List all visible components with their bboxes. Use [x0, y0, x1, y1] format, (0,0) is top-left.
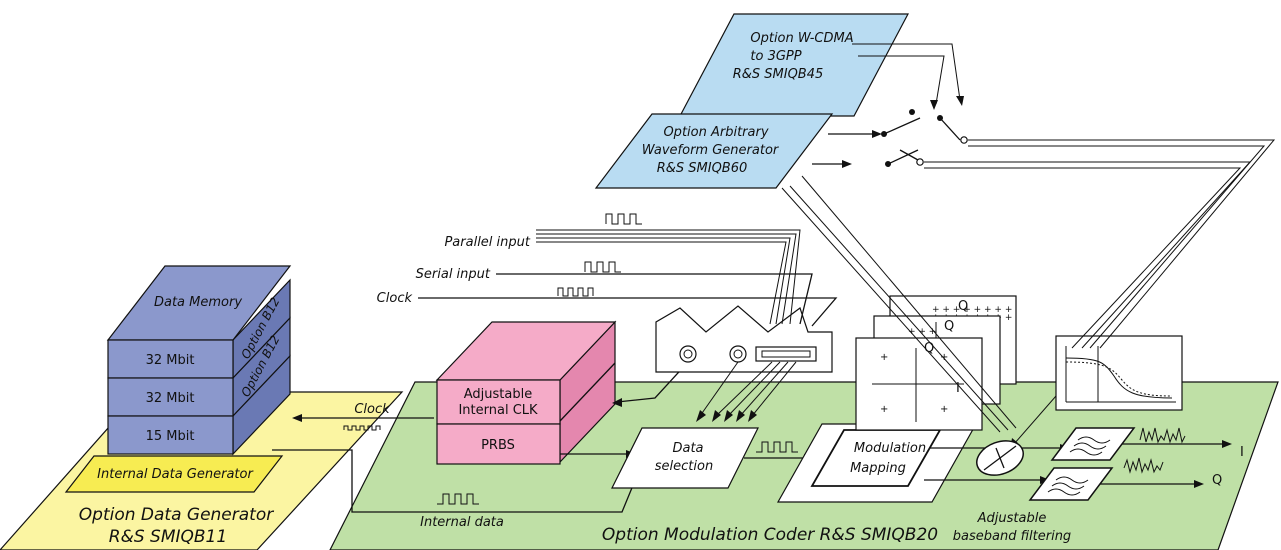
connector-to-selection-arrows — [696, 361, 797, 422]
output-i-label: I — [1240, 445, 1244, 460]
option-wcdma-label-2: to 3GPP — [750, 49, 801, 64]
svg-text:+: + — [880, 404, 888, 415]
constellation-cards: + + + + + + + + + + + + + + + + Q + + + … — [855, 295, 1017, 431]
data-selection-label-2: selection — [655, 459, 713, 474]
modulation-mapping-label-2: Mapping — [850, 461, 906, 476]
modulation-mapping-label-1: Modulation — [854, 441, 926, 456]
internal-data-generator-label: Internal Data Generator — [97, 467, 254, 482]
adjustable-clk-label-1: Adjustable — [464, 387, 532, 402]
constellation-q-label-mid: Q — [944, 319, 954, 334]
constellation-q-label-front: Q — [924, 341, 934, 356]
data-selection-label-1: Data — [672, 441, 703, 456]
svg-text:+: + — [940, 404, 948, 415]
data-generator-model: R&S SMIQB11 — [109, 527, 227, 547]
data-selection-box — [611, 427, 759, 489]
constellation-i-label: I — [956, 381, 960, 396]
constellation-q-label-back: Q — [958, 299, 968, 314]
output-q-label: Q — [1212, 473, 1222, 488]
baseband-filter-q — [1028, 467, 1114, 501]
baseband-filtering-label-1: Adjustable — [977, 511, 1047, 526]
modulation-coder-title: Option Modulation Coder R&S SMIQB20 — [602, 525, 938, 545]
option-wcdma-box — [679, 13, 909, 117]
data-generator-title: Option Data Generator — [79, 505, 274, 525]
data-memory-label: Data Memory — [154, 295, 242, 310]
signal-switches — [781, 43, 1276, 433]
clk-prbs-block — [435, 320, 617, 465]
serial-input-label: Serial input — [416, 267, 491, 282]
option-arb-label-2: Waveform Generator — [642, 143, 780, 158]
clock-input-label: Clock — [377, 291, 413, 306]
memory-15mbit: 15 Mbit — [146, 429, 195, 444]
baseband-filter-i — [1050, 427, 1136, 461]
svg-text:+ + + + + + + +: + + + + + + + + — [932, 305, 1012, 315]
option-wcdma-label-1: Option W-CDMA — [750, 31, 853, 46]
option-wcdma-label-3: R&S SMIQB45 — [733, 67, 824, 82]
svg-text:+ + +: + + + — [908, 327, 936, 337]
prbs-label: PRBS — [481, 438, 515, 453]
data-memory-stack — [106, 265, 292, 456]
connector-panel — [655, 305, 833, 373]
internal-data-label: Internal data — [420, 515, 504, 530]
svg-text:+: + — [880, 352, 888, 363]
memory-32mbit-a: 32 Mbit — [146, 353, 195, 368]
baseband-filtering-label-2: baseband filtering — [953, 529, 1071, 544]
option-arb-label-3: R&S SMIQB60 — [657, 161, 748, 176]
option-arb-label-1: Option Arbitrary — [663, 125, 768, 140]
parallel-input-label: Parallel input — [444, 235, 530, 250]
input-lines — [418, 213, 838, 327]
internal-data-generator-box — [64, 455, 284, 493]
svg-text:+: + — [940, 352, 948, 363]
clock-bus-label: Clock — [354, 402, 390, 417]
option-arb-box — [594, 113, 834, 189]
adjustable-clk-label-2: Internal CLK — [458, 403, 538, 418]
filter-response-card — [1055, 335, 1183, 411]
memory-32mbit-b: 32 Mbit — [146, 391, 195, 406]
